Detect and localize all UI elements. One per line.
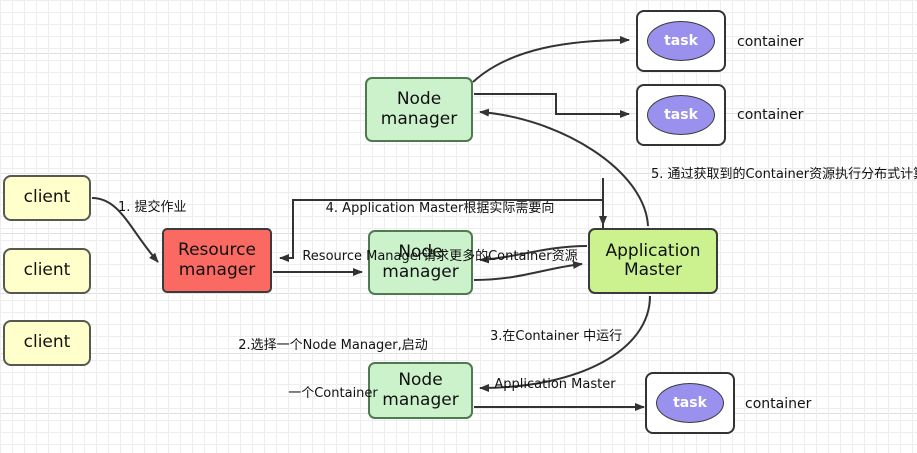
node-manager-bottom-label-line2: manager	[382, 389, 459, 410]
edge-label-step2: 2.选择一个Node Manager,启动 一个Container	[233, 305, 433, 419]
task-label-2: task	[664, 107, 698, 123]
edge-label-step3-line1: 3.在Container 中运行	[490, 328, 623, 344]
client-label-1: client	[23, 187, 71, 208]
node-manager-top-label-line2: manager	[380, 108, 458, 129]
container-box-1[interactable]: task	[636, 10, 726, 72]
node-manager-top-label-line1: Node	[396, 89, 442, 110]
edge-label-step4: 4. Application Master根据实际需要向 Resource Ma…	[290, 168, 590, 282]
edge-node-manager-to-application-master	[473, 260, 583, 281]
edge-label-step2-line2: 一个Container	[288, 386, 378, 402]
client-node-3[interactable]: client	[3, 320, 91, 366]
node-manager-top[interactable]: Node manager	[365, 77, 473, 142]
node-manager-middle-label-line1: Node	[398, 242, 443, 263]
application-master-label-line2: Master	[623, 260, 683, 280]
edge-label-step3-line2: Application Master	[494, 377, 616, 393]
edge-label-step5: 5. 通过获取到的Container资源执行分布式计算	[651, 167, 917, 182]
edge-top-node-manager-to-container-2	[474, 93, 630, 118]
client-node-2[interactable]: client	[3, 248, 91, 294]
container-caption-2: container	[737, 107, 804, 123]
edge-application-master-to-bottom-node-manager	[479, 295, 651, 392]
task-label-3: task	[673, 395, 707, 411]
task-ellipse-2[interactable]: task	[647, 95, 715, 135]
edge-label-step2-line1: 2.选择一个Node Manager,启动	[238, 337, 428, 353]
client-node-1[interactable]: client	[3, 175, 91, 221]
node-manager-bottom[interactable]: Node manager	[368, 362, 473, 419]
client-label-3: client	[23, 332, 71, 353]
edge-label-step3: 3.在Container 中运行 Application Master	[490, 296, 623, 410]
node-manager-middle[interactable]: Node manager	[368, 230, 473, 295]
client-label-2: client	[23, 260, 71, 281]
edge-top-node-manager-to-container-1	[472, 36, 630, 83]
task-ellipse-3[interactable]: task	[656, 383, 724, 423]
resource-manager-label-line2: manager	[178, 259, 256, 280]
task-ellipse-1[interactable]: task	[647, 21, 715, 61]
container-caption-1: container	[737, 34, 804, 50]
resource-manager-node[interactable]: Resource manager	[162, 228, 272, 293]
container-caption-3: container	[745, 396, 812, 412]
node-manager-middle-label-line2: manager	[382, 261, 459, 282]
node-manager-bottom-label-line1: Node	[398, 370, 443, 391]
container-box-3[interactable]: task	[645, 372, 735, 434]
edge-application-master-to-top-node-manager	[479, 108, 649, 227]
resource-manager-label-line1: Resource	[178, 240, 256, 261]
task-label-1: task	[664, 33, 698, 49]
edge-label-step1: 1. 提交作业	[118, 200, 187, 215]
edge-label-step4-line1: 4. Application Master根据实际需要向	[325, 200, 555, 216]
edge-application-master-to-node-manager	[479, 245, 588, 264]
application-master-node[interactable]: Application Master	[588, 228, 718, 294]
edge-client-to-resource-manager	[91, 197, 159, 263]
application-master-label-line1: Application	[605, 240, 701, 261]
container-box-2[interactable]: task	[636, 84, 726, 146]
edge-label-step4-line2: Resource Manager请求更多的Container资源	[302, 249, 578, 265]
